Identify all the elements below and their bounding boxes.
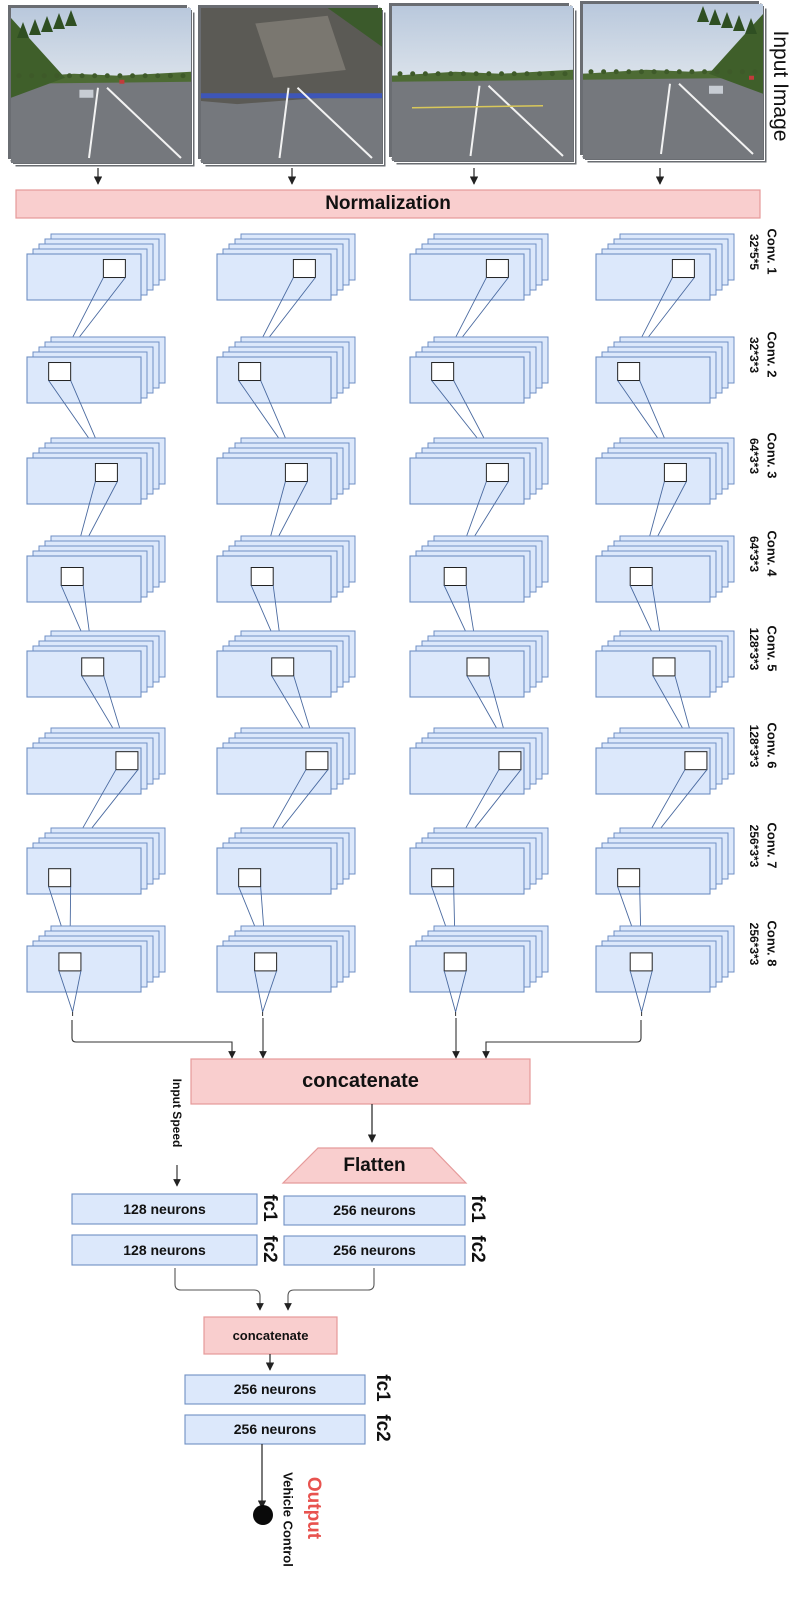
concatenate-main-label: concatenate bbox=[302, 1070, 419, 1092]
conv-layer-name-2: Conv. 2 bbox=[764, 331, 780, 378]
conv-to-concat-connectors bbox=[71, 1018, 642, 1059]
conv-layer-name-7: Conv. 7 bbox=[764, 822, 780, 869]
conv-layer-size-4: 64*3*3 bbox=[747, 535, 761, 573]
conv1-feature-map-stack-col2 bbox=[216, 233, 356, 363]
input-image-stack-2 bbox=[197, 4, 387, 168]
final-fc1-box bbox=[184, 1374, 366, 1405]
conv2-feature-map-stack-col4 bbox=[595, 336, 735, 464]
final-fc1-tag: fc1 bbox=[372, 1374, 393, 1402]
input-image-stack-1 bbox=[7, 4, 196, 168]
branch-to-concat-connectors bbox=[174, 1268, 375, 1311]
conv1-feature-map-stack-col4 bbox=[595, 233, 735, 363]
conv-layer-name-8: Conv. 8 bbox=[764, 920, 780, 967]
conv3-feature-map-stack-col3 bbox=[409, 437, 549, 568]
flatten-label: Flatten bbox=[343, 1155, 406, 1176]
conv2-feature-map-stack-col3 bbox=[409, 336, 549, 464]
output-title: Output bbox=[303, 1476, 324, 1540]
image-fc1-label: 256 neurons bbox=[333, 1202, 416, 1218]
conv7-feature-map-stack-col1 bbox=[26, 827, 166, 954]
final-fc2-label: 256 neurons bbox=[233, 1421, 317, 1437]
conv8-feature-map-stack-col3 bbox=[409, 925, 549, 1014]
speed-fc1-label: 128 neurons bbox=[123, 1201, 206, 1217]
conv2-feature-map-stack-col1 bbox=[26, 336, 166, 464]
speed-fc2-label: 128 neurons bbox=[123, 1242, 206, 1258]
conv6-feature-map-stack-col2 bbox=[216, 727, 356, 869]
conv5-feature-map-stack-col1 bbox=[26, 630, 166, 752]
conv1-feature-map-stack-col1 bbox=[26, 233, 166, 363]
conv-layer-size-2: 32*3*3 bbox=[747, 336, 761, 374]
final-fc2-tag: fc2 bbox=[372, 1414, 393, 1442]
conv-layer-size-8: 256*3*3 bbox=[747, 922, 761, 966]
conv-layer-name-1: Conv. 1 bbox=[764, 228, 780, 275]
conv4-feature-map-stack-col3 bbox=[409, 535, 549, 659]
conv3-feature-map-stack-col2 bbox=[216, 437, 356, 568]
speed-fc2-tag: fc2 bbox=[259, 1235, 280, 1263]
image-to-normalization-arrows bbox=[93, 168, 665, 185]
conv2-feature-map-stack-col2 bbox=[216, 336, 356, 464]
conv6-feature-map-stack-col3 bbox=[409, 727, 549, 869]
normalization-label: Normalization bbox=[325, 193, 451, 214]
conv5-feature-map-stack-col2 bbox=[216, 630, 356, 752]
input-image-stack-4 bbox=[579, 0, 768, 164]
conv6-feature-map-stack-col4 bbox=[595, 727, 735, 869]
conv-layer-name-3: Conv. 3 bbox=[764, 432, 780, 479]
conv7-feature-map-stack-col2 bbox=[216, 827, 356, 954]
conv-layer-size-7: 256*3*3 bbox=[747, 824, 761, 868]
conv5-feature-map-stack-col3 bbox=[409, 630, 549, 752]
conv-layer-name-6: Conv. 6 bbox=[764, 722, 780, 769]
image-fc2-box bbox=[283, 1235, 466, 1266]
image-fc1-tag: fc1 bbox=[467, 1195, 488, 1223]
conv4-feature-map-stack-col2 bbox=[216, 535, 356, 659]
input-image-stacks bbox=[7, 0, 768, 168]
conv3-feature-map-stack-col1 bbox=[26, 437, 166, 568]
conv8-feature-map-stack-col4 bbox=[595, 925, 735, 1014]
concatenate-small-label: concatenate bbox=[232, 1328, 309, 1343]
final-fc2-box bbox=[184, 1414, 366, 1445]
conv7-feature-map-stack-col3 bbox=[409, 827, 549, 954]
speed-fc1-box bbox=[71, 1193, 258, 1225]
final-fc1-label: 256 neurons bbox=[233, 1381, 317, 1397]
conv-layer-size-3: 64*3*3 bbox=[747, 437, 761, 475]
concatenate-main-box bbox=[190, 1058, 531, 1105]
image-fc2-label: 256 neurons bbox=[333, 1242, 416, 1258]
normalization-bar bbox=[15, 189, 761, 219]
speed-fc1-tag: fc1 bbox=[259, 1194, 280, 1222]
conv-grid bbox=[26, 233, 735, 1016]
conv-layer-size-6: 128*3*3 bbox=[747, 724, 761, 768]
output-node bbox=[253, 1505, 273, 1525]
conv8-feature-map-stack-col1 bbox=[26, 925, 166, 1014]
conv8-feature-map-stack-col2 bbox=[216, 925, 356, 1014]
image-fc1-box bbox=[283, 1195, 466, 1226]
flatten-trapezoid bbox=[281, 1147, 468, 1184]
input-image-stack-3 bbox=[388, 2, 578, 166]
conv3-feature-map-stack-col4 bbox=[595, 437, 735, 568]
input-image-label: Input Image bbox=[769, 30, 792, 142]
input-speed-label: Input Speed bbox=[170, 1078, 184, 1148]
conv-layer-name-4: Conv. 4 bbox=[764, 530, 780, 577]
conv4-feature-map-stack-col1 bbox=[26, 535, 166, 659]
conv4-feature-map-stack-col4 bbox=[595, 535, 735, 659]
conv-layer-size-1: 32*5*5 bbox=[747, 233, 761, 271]
conv6-feature-map-stack-col1 bbox=[26, 727, 166, 869]
speed-fc2-box bbox=[71, 1234, 258, 1266]
conv-layer-name-5: Conv. 5 bbox=[764, 625, 780, 672]
conv1-feature-map-stack-col3 bbox=[409, 233, 549, 363]
output-subtitle: Vehicle Control bbox=[280, 1472, 296, 1567]
conv7-feature-map-stack-col4 bbox=[595, 827, 735, 954]
conv-layer-size-5: 128*3*3 bbox=[747, 627, 761, 671]
image-fc2-tag: fc2 bbox=[467, 1235, 488, 1263]
conv5-feature-map-stack-col4 bbox=[595, 630, 735, 752]
